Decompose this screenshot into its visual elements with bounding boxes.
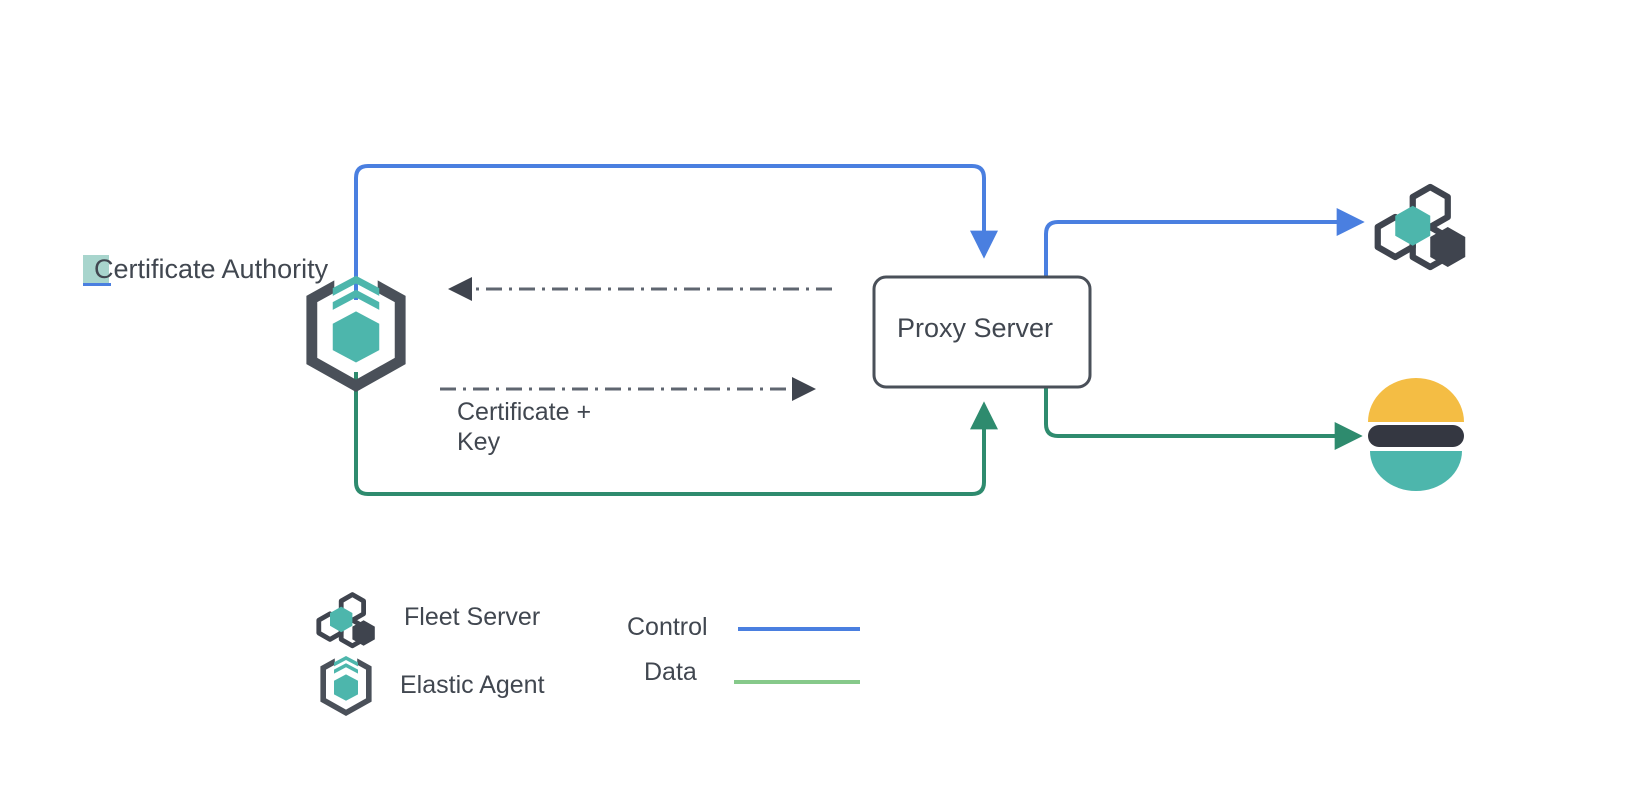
legend-label-fleet-server: Fleet Server bbox=[404, 603, 541, 631]
certificate-key-line-1: Certificate + bbox=[457, 398, 592, 426]
legend-fleet-server-icon bbox=[316, 592, 375, 649]
edge-data-agent-to-proxy bbox=[354, 372, 998, 496]
legend-label-elastic-agent: Elastic Agent bbox=[400, 671, 545, 699]
elastic-agent-icon-ca bbox=[306, 275, 406, 392]
certificate-key-edge-label: Certificate +Key bbox=[457, 398, 591, 457]
certificate-authority-label: Certificate Authority bbox=[94, 254, 329, 284]
certificate-authority-highlight bbox=[83, 255, 109, 285]
certificate-key-line-2: Key bbox=[457, 427, 501, 456]
certificate-authority-underline bbox=[83, 283, 111, 286]
edge-control-agent-to-proxy bbox=[354, 164, 998, 300]
elasticsearch-logo-node bbox=[1368, 378, 1464, 491]
node-proxy-server[interactable] bbox=[872, 275, 1092, 389]
legend-elastic-agent-icon bbox=[320, 656, 372, 716]
proxy-server-label: Proxy Server bbox=[897, 313, 1054, 343]
fleet-server-icon-node bbox=[1374, 183, 1466, 271]
legend-label-control: Control bbox=[627, 613, 708, 641]
edge-control-proxy-to-fleet bbox=[1044, 208, 1365, 282]
legend-label-data: Data bbox=[644, 658, 697, 686]
edge-data-proxy-to-elasticsearch bbox=[1044, 380, 1363, 450]
